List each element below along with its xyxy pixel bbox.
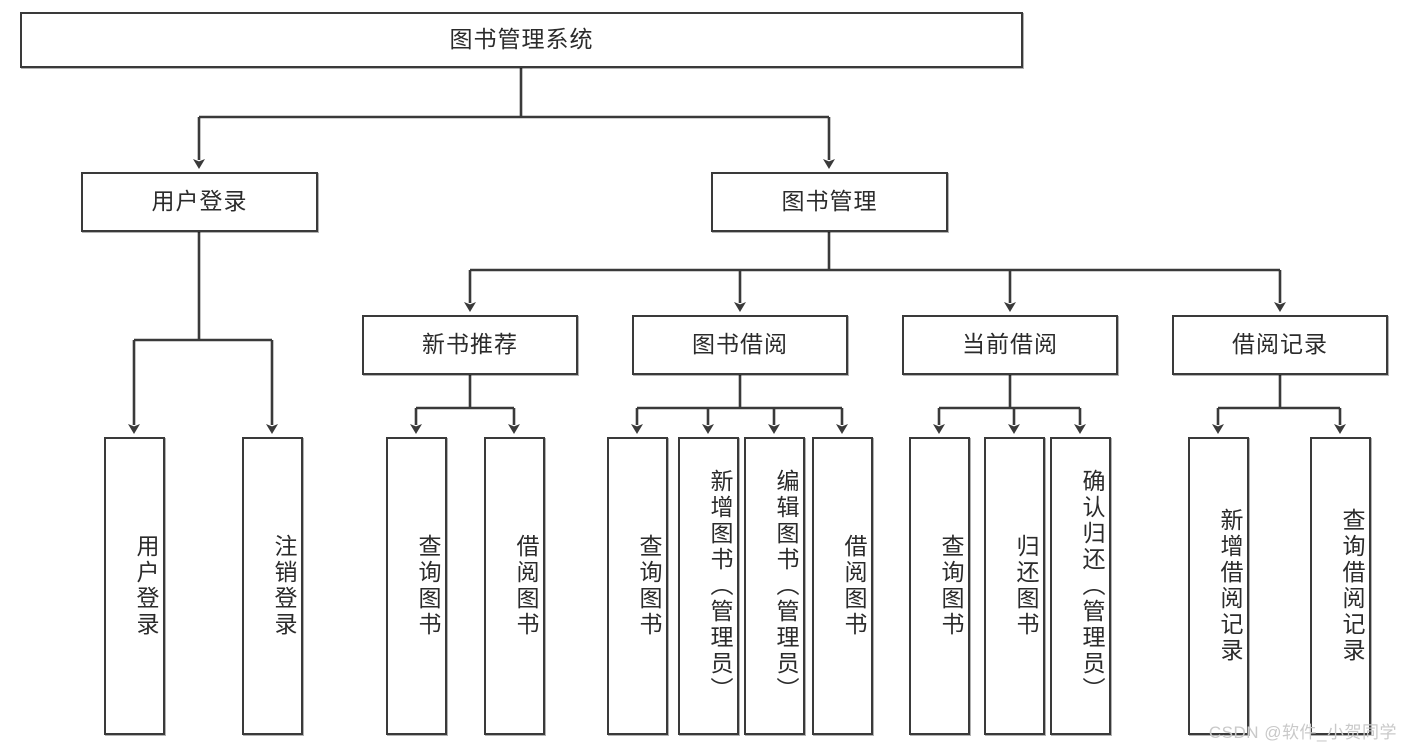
leaf-node-box[interactable]: 新增图书（管理员） [678, 437, 739, 735]
leaf-node-label: 借阅图书 [841, 534, 867, 638]
leaf-node-label: 查询图书 [415, 534, 441, 638]
leaf-node-label: 借阅图书 [513, 534, 539, 638]
level2-node-box[interactable]: 图书管理 [711, 172, 948, 232]
leaf-node-label: 归还图书 [1013, 534, 1039, 638]
level2-node-label: 图书管理 [781, 188, 878, 215]
level3-node-label: 当前借阅 [962, 331, 1058, 358]
leaf-node-box[interactable]: 确认归还（管理员） [1050, 437, 1111, 735]
leaf-node-box[interactable]: 查询图书 [607, 437, 668, 735]
level3-node-box[interactable]: 新书推荐 [362, 315, 578, 375]
leaf-node-box[interactable]: 注销登录 [242, 437, 303, 735]
leaf-node-label: 新增借阅记录 [1217, 508, 1243, 664]
leaf-node-label: 查询图书 [636, 534, 662, 638]
leaf-node-box[interactable]: 归还图书 [984, 437, 1045, 735]
leaf-node-box[interactable]: 用户登录 [104, 437, 165, 735]
watermark-label: CSDN @软件_小贺同学 [1208, 723, 1397, 742]
level2-node-label: 用户登录 [151, 188, 248, 215]
leaf-node-label: 查询借阅记录 [1339, 508, 1365, 664]
leaf-node-box[interactable]: 借阅图书 [812, 437, 873, 735]
leaf-node-label: 注销登录 [271, 534, 297, 638]
leaf-node-label: 编辑图书（管理员） [773, 469, 799, 703]
leaf-node-box[interactable]: 查询图书 [386, 437, 447, 735]
leaf-node-label: 新增图书（管理员） [707, 469, 733, 703]
root-node-box[interactable]: 图书管理系统 [20, 12, 1023, 68]
level3-node-label: 图书借阅 [692, 331, 788, 358]
leaf-node-box[interactable]: 查询借阅记录 [1310, 437, 1371, 735]
level3-node-box[interactable]: 图书借阅 [632, 315, 848, 375]
level3-node-box[interactable]: 当前借阅 [902, 315, 1118, 375]
leaf-node-box[interactable]: 新增借阅记录 [1188, 437, 1249, 735]
level2-node-box[interactable]: 用户登录 [81, 172, 318, 232]
leaf-node-label: 确认归还（管理员） [1079, 469, 1105, 703]
level3-node-label: 新书推荐 [422, 331, 518, 358]
leaf-node-label: 用户登录 [133, 534, 159, 638]
root-node-label: 图书管理系统 [449, 26, 594, 53]
leaf-node-box[interactable]: 编辑图书（管理员） [744, 437, 805, 735]
level3-node-label: 借阅记录 [1232, 331, 1328, 358]
level3-node-box[interactable]: 借阅记录 [1172, 315, 1388, 375]
leaf-node-box[interactable]: 查询图书 [909, 437, 970, 735]
leaf-node-box[interactable]: 借阅图书 [484, 437, 545, 735]
leaf-node-label: 查询图书 [938, 534, 964, 638]
